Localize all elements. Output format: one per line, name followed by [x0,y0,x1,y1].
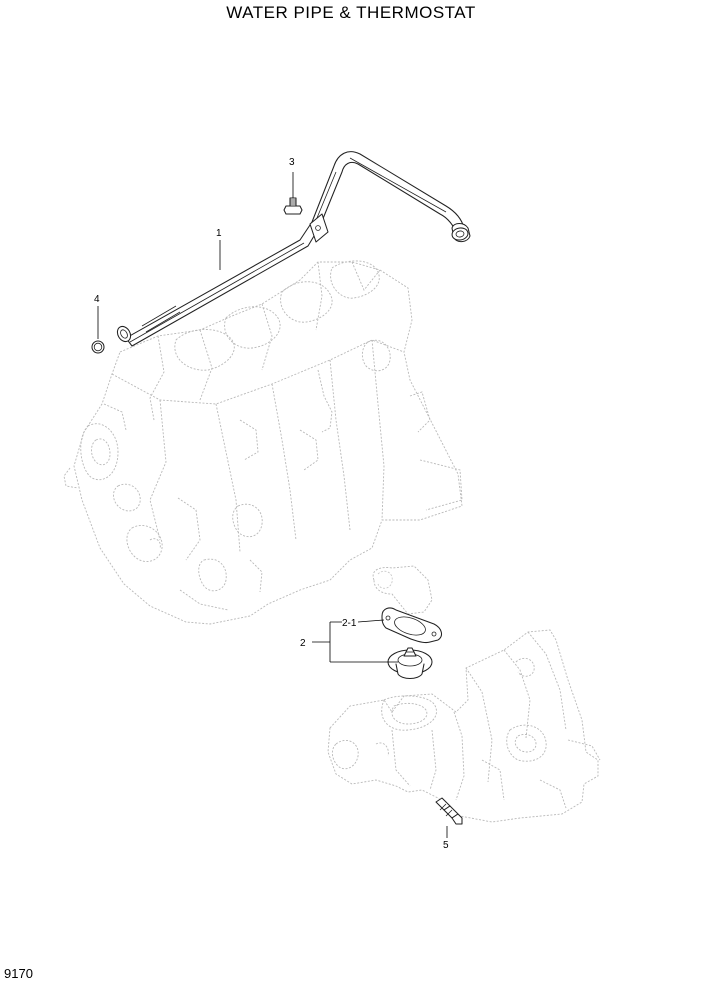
callout-5: 5 [443,840,449,851]
page-code: 9170 [4,966,33,981]
callout-2-1: 2-1 [342,618,357,629]
leader-lines [97,172,448,838]
gasket [381,607,443,644]
outlet-elbow-ghost [372,565,433,615]
callout-1: 1 [216,228,222,239]
temperature-sensor [435,797,463,825]
o-ring [91,340,105,354]
water-pipe [116,151,471,347]
diagram-title: WATER PIPE & THERMOSTAT [226,3,476,22]
engine-block-ghost [63,260,463,625]
housing-ghost [327,629,601,823]
bolt [283,197,303,215]
thermostat [387,647,433,680]
callout-2: 2 [300,638,306,649]
callout-4: 4 [94,294,100,305]
callout-3: 3 [289,157,295,168]
